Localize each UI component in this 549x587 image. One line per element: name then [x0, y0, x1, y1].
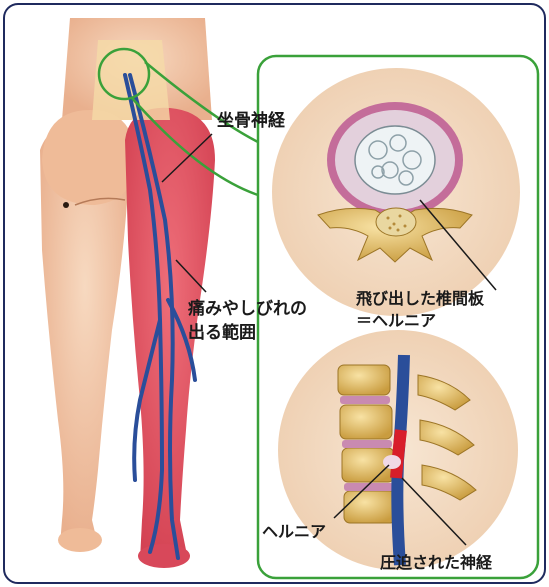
label-sciatic-nerve: 坐骨神経 — [217, 110, 286, 131]
disc-axial-view — [272, 68, 520, 316]
label-hernia: ヘルニア — [262, 522, 326, 541]
label-pain-area-line1: 痛みやしびれの — [188, 298, 307, 319]
label-pain-area-line2: 出る範囲 — [188, 322, 256, 343]
label-herniated-disc-line2: ＝ヘルニア — [356, 311, 436, 330]
label-compressed-nerve: 圧迫された神経 — [380, 553, 493, 572]
label-herniated-disc-line1: 飛び出した椎間板 — [355, 289, 485, 308]
